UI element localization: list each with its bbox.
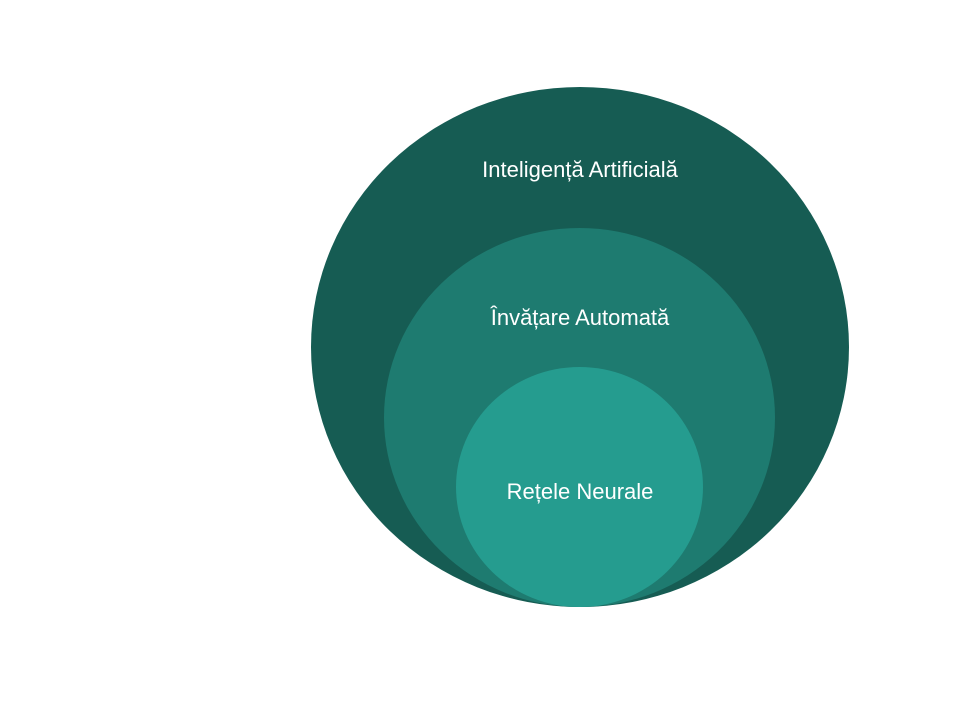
circle-neural-networks: [456, 367, 703, 607]
label-machine-learning: Învățare Automată: [490, 305, 670, 330]
label-neural-networks: Rețele Neurale: [506, 479, 654, 504]
label-artificial-intelligence: Inteligență Artificială: [482, 157, 678, 182]
